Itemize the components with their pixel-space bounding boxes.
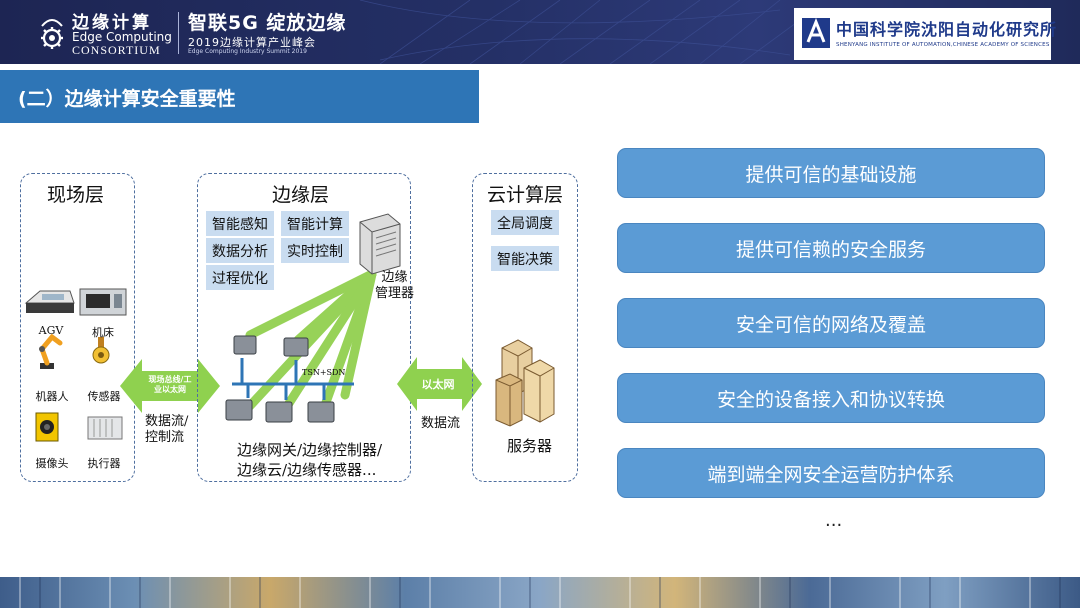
field-layer-box [20, 173, 135, 482]
consortium-logo-icon [41, 19, 63, 49]
device-label-agv: AGV [38, 324, 64, 337]
cloud-tag-smart-decision: 智能决策 [491, 246, 559, 271]
tsn-sdn-bus [232, 358, 354, 400]
institute-name-cn: 中国科学院沈阳自动化研究所 [836, 20, 1058, 39]
feature-trusted-infrastructure: 提供可信的基础设施 [617, 148, 1045, 198]
header-decor-lines [359, 0, 801, 64]
edge-tag-process-optimization: 过程优化 [206, 265, 274, 290]
bottom-decor-strip [0, 577, 1080, 608]
section-title-bar: (二）边缘计算安全重要性 [0, 70, 479, 123]
sensor-icon [92, 337, 110, 364]
edge-manager-server-icon [359, 213, 401, 275]
header-divider [178, 12, 179, 54]
device-label-camera: 摄像头 [35, 457, 69, 470]
edge-gateway-icons [225, 335, 335, 423]
edge-tag-realtime-control: 实时控制 [281, 238, 349, 263]
ethernet-double-arrow [397, 357, 482, 411]
org-name-en-line1: Edge Computing [72, 30, 172, 44]
feature-secure-device-access: 安全的设备接入和协议转换 [617, 373, 1045, 423]
field-layer-title: 现场层 [47, 184, 105, 206]
ethernet-arrow-label: 以太网 [421, 378, 455, 391]
summit-name-en: Edge Computing Industry Summit 2019 [188, 48, 307, 55]
bottom-decor-lines [19, 577, 1061, 608]
section-title: (二）边缘计算安全重要性 [18, 88, 236, 110]
feature-trusted-security-services: 提供可信赖的安全服务 [617, 223, 1045, 273]
summit-name-cn: 2019边缘计算产业峰会 [188, 36, 316, 49]
agv-icon [24, 290, 75, 313]
device-label-actuator: 执行器 [87, 457, 121, 470]
org-name-en-line2: CONSORTIUM [72, 43, 161, 57]
cloud-tag-global-scheduling: 全局调度 [491, 210, 559, 235]
edge-devices-caption-line1: 边缘网关/边缘控制器/ [237, 441, 383, 459]
device-label-machine: 机床 [92, 326, 114, 339]
actuator-icon [87, 416, 123, 440]
edge-layer-box [197, 173, 411, 482]
server-label: 服务器 [507, 437, 553, 455]
more-ellipsis: ... [825, 510, 843, 531]
edge-layer-title: 边缘层 [272, 184, 330, 206]
cloud-layer-box [472, 173, 578, 482]
fieldbus-arrow-label-line1: 现场总线/工 [148, 375, 192, 384]
cloud-servers-icon [495, 339, 555, 427]
fieldbus-double-arrow [120, 359, 220, 413]
edge-manager-label: 边缘 管理器 [375, 270, 414, 302]
device-label-sensor: 传感器 [87, 390, 121, 403]
fieldbus-arrow-label: 现场总线/工 业以太网 [138, 375, 202, 395]
data-flow-line1: 数据流/ [145, 414, 189, 429]
institute-logo-box: 中国科学院沈阳自动化研究所 SHENYANG INSTITUTE OF AUTO… [794, 8, 1056, 60]
device-label-robot: 机器人 [35, 390, 69, 403]
field-device-icons [24, 288, 127, 442]
data-control-flow-label: 数据流/ 控制流 [145, 414, 188, 446]
institute-logo-icon [802, 18, 830, 48]
edge-tag-data-analysis: 数据分析 [206, 238, 274, 263]
feature-end-to-end-security: 端到端全网安全运营防护体系 [617, 448, 1045, 498]
camera-icon [35, 412, 59, 442]
edge-devices-caption-line2: 边缘云/边缘传感器... [237, 461, 377, 479]
cloud-layer-title: 云计算层 [487, 184, 564, 206]
robot-arm-icon [39, 333, 63, 369]
edge-devices-caption: 边缘网关/边缘控制器/ 边缘云/边缘传感器... [237, 440, 382, 480]
header-banner: 边缘计算 Edge Computing CONSORTIUM 智联5G 绽放边缘… [0, 0, 1080, 64]
ethernet-data-flow-label: 数据流 [421, 416, 461, 431]
edge-tag-smart-sensing: 智能感知 [206, 211, 274, 236]
edge-tag-smart-computing: 智能计算 [281, 211, 349, 236]
org-name-cn: 边缘计算 [72, 13, 152, 33]
feature-trusted-network-coverage: 安全可信的网络及覆盖 [617, 298, 1045, 348]
connection-beams [243, 269, 377, 413]
edge-network-graphic [225, 213, 401, 423]
institute-name-en: SHENYANG INSTITUTE OF AUTOMATION,CHINESE… [836, 42, 1050, 48]
fieldbus-arrow-label-line2: 业以太网 [154, 385, 186, 394]
control-flow-line2: 控制流 [145, 430, 185, 445]
machine-tool-icon [79, 288, 127, 316]
edge-manager-label-line2: 管理器 [375, 286, 415, 301]
edge-manager-label-line1: 边缘 [381, 270, 408, 285]
tsn-sdn-label: TSN+SDN [302, 368, 346, 377]
slogan: 智联5G 绽放边缘 [188, 12, 347, 34]
